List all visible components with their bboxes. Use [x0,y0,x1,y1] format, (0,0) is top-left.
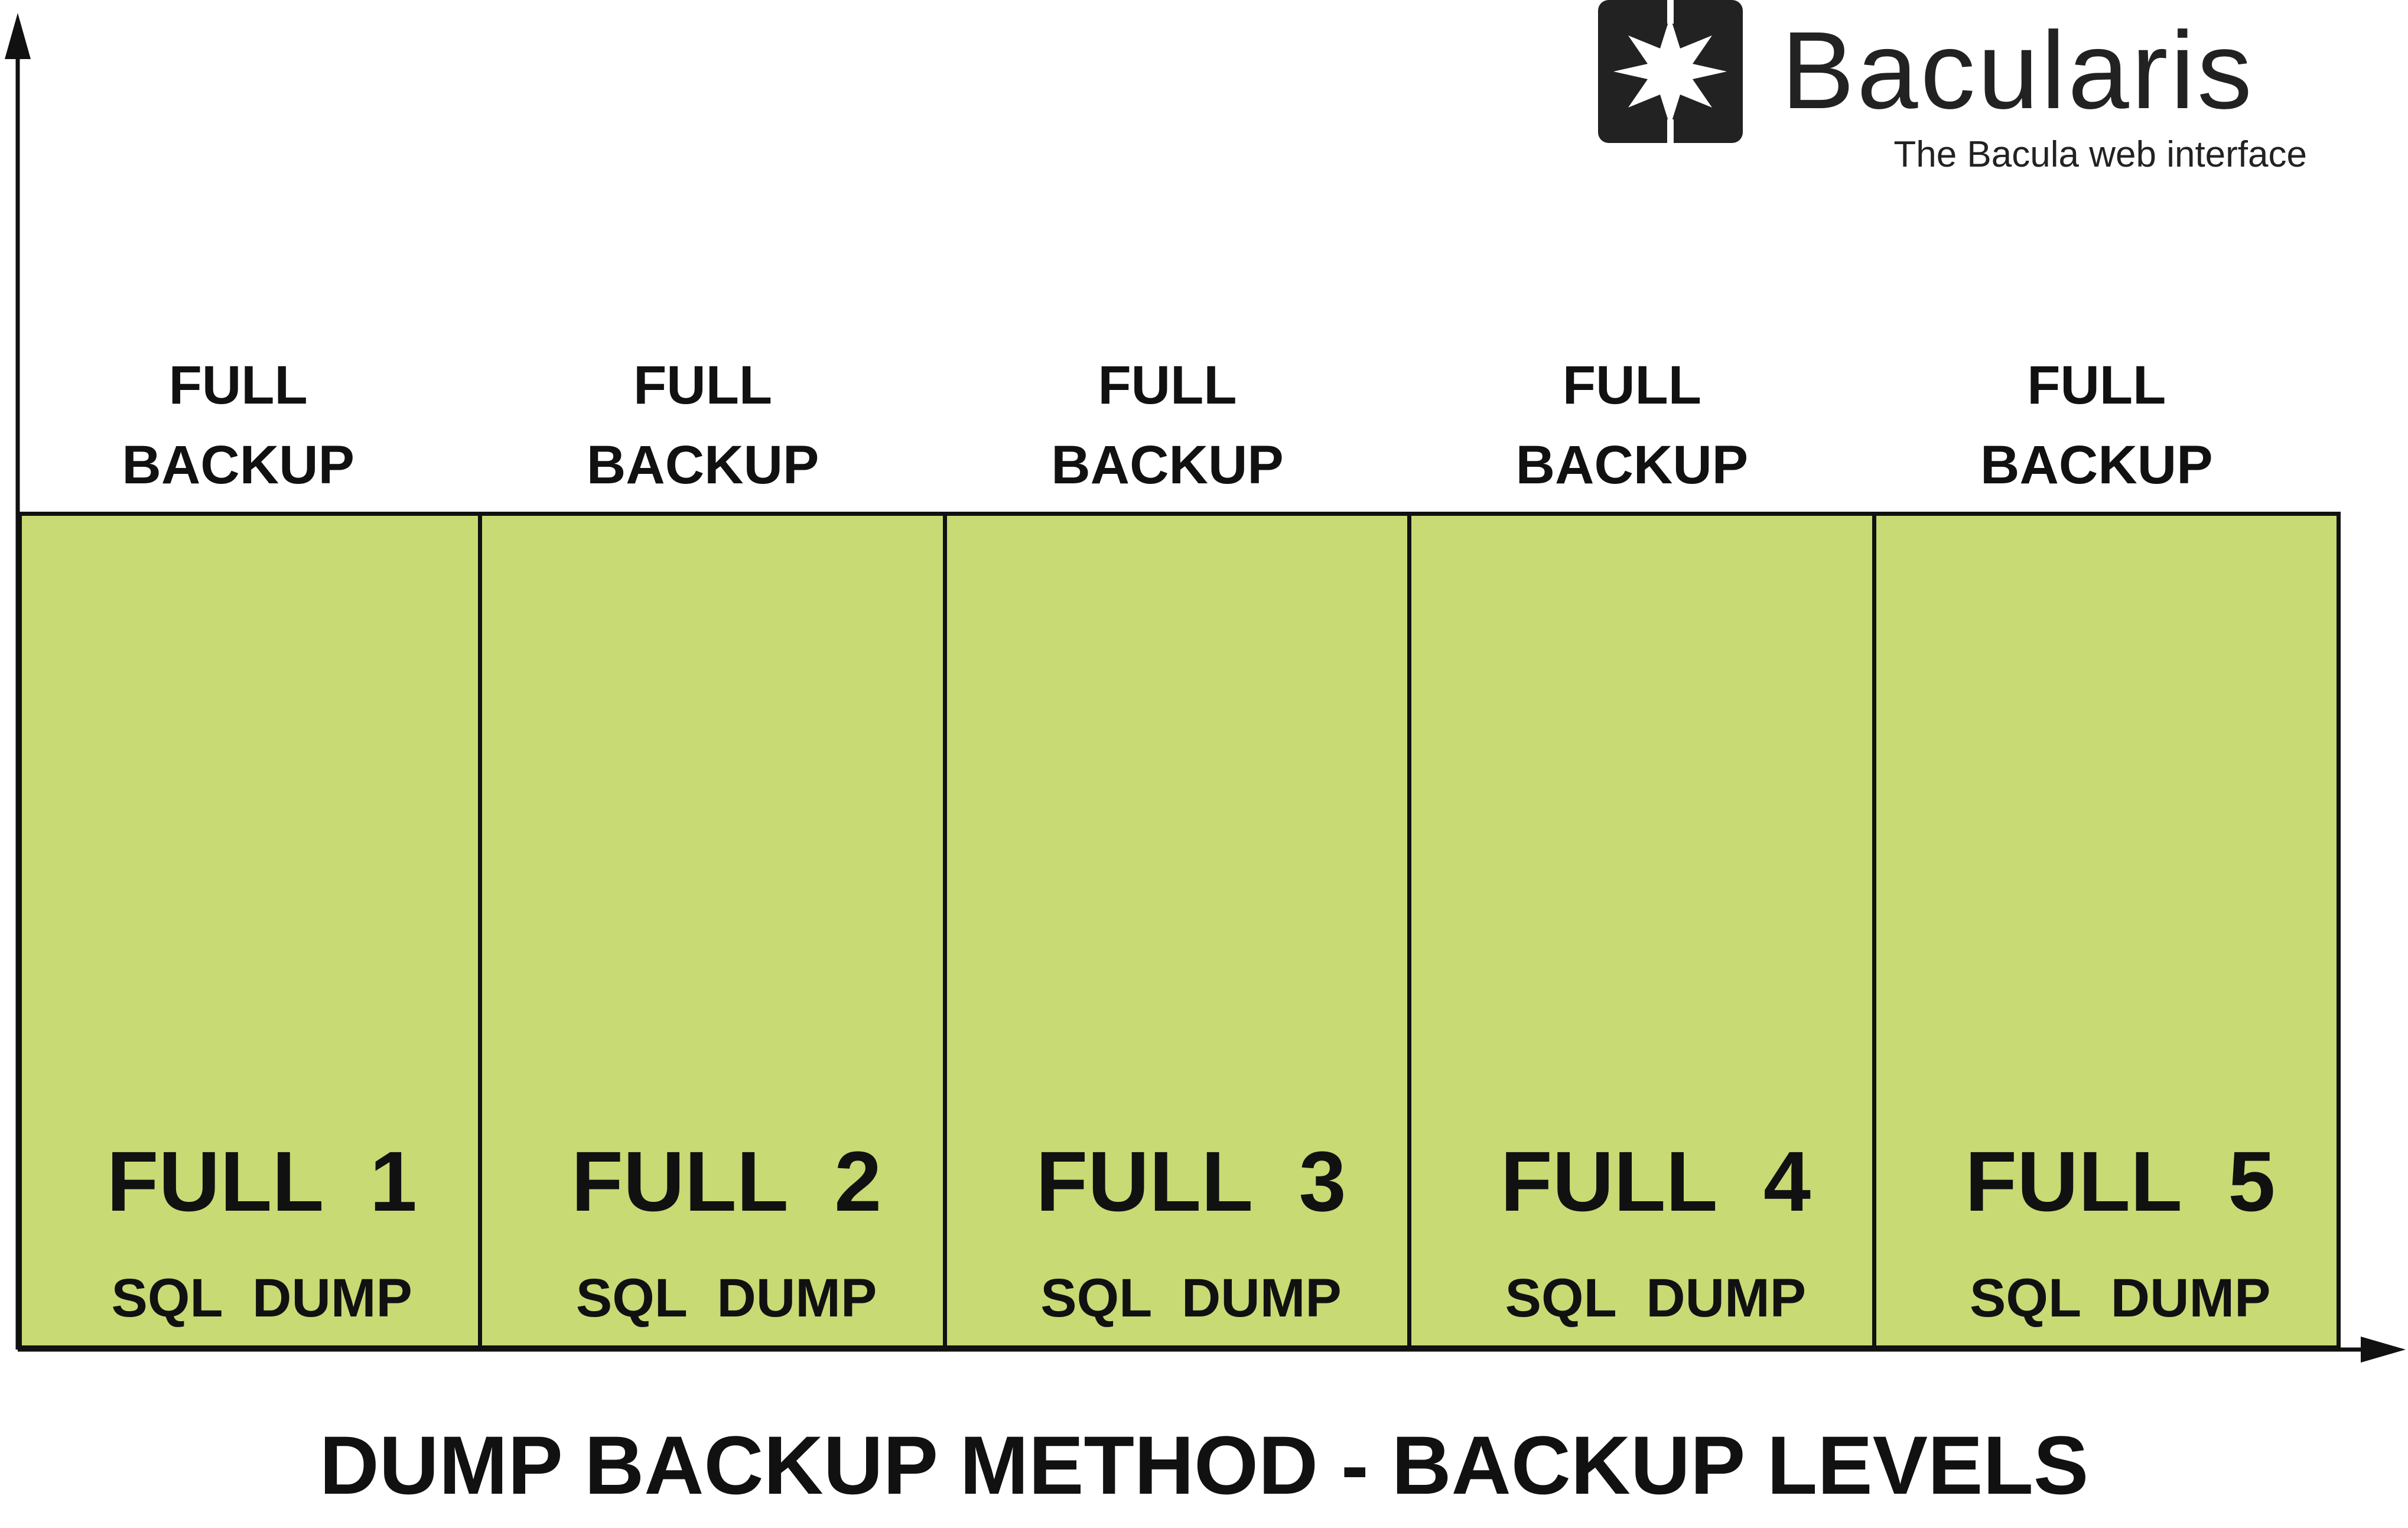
backup-level-label: FULL 5 [1965,1134,2276,1229]
column-header-line: FULL [1562,355,1701,415]
column-header-line: BACKUP [1051,435,1284,495]
column-header: FULL BACKUP [84,346,392,505]
column-header: FULL BACKUP [1478,346,1785,505]
y-axis-arrowhead [5,13,31,59]
column-header-line: BACKUP [122,435,354,495]
logo-name: Bacularis [1781,9,2254,132]
column-header-line: FULL [633,355,773,415]
x-axis-arrowhead [2361,1337,2406,1363]
backup-level-box [18,512,483,1350]
backup-level-box [1411,512,1876,1350]
diagram-title: DUMP BACKUP METHOD - BACKUP LEVELS [319,1419,2089,1511]
backup-level-box [946,512,1412,1350]
backup-level-label: FULL 4 [1500,1134,1811,1229]
column-header-line: FULL [2027,355,2166,415]
column-header-line: BACKUP [586,435,819,495]
backup-type-label: SQL DUMP [1970,1268,2271,1328]
column-header-line: BACKUP [1980,435,2213,495]
column-header-line: FULL [1098,355,1237,415]
column-header-line: FULL [168,355,308,415]
bacularis-logo: Bacularis The Bacula web interface [1598,0,2307,183]
column-header: FULL BACKUP [1014,346,1321,505]
backup-type-label: SQL DUMP [575,1268,877,1328]
backup-type-label: SQL DUMP [1505,1268,1807,1328]
backup-level-box [1876,512,2341,1350]
backup-level-label: FULL 1 [106,1134,417,1229]
column-header: FULL BACKUP [1943,346,2250,505]
logo-tagline: The Bacula web interface [1893,134,2307,175]
backup-level-label: FULL 2 [571,1134,882,1229]
backup-level-label: FULL 3 [1036,1134,1346,1229]
backup-type-label: SQL DUMP [111,1268,412,1328]
column-header-line: BACKUP [1515,435,1749,495]
star-burst-icon [1598,0,1743,143]
backup-level-box [482,512,947,1350]
backup-type-label: SQL DUMP [1040,1268,1342,1328]
column-header: FULL BACKUP [549,346,857,505]
